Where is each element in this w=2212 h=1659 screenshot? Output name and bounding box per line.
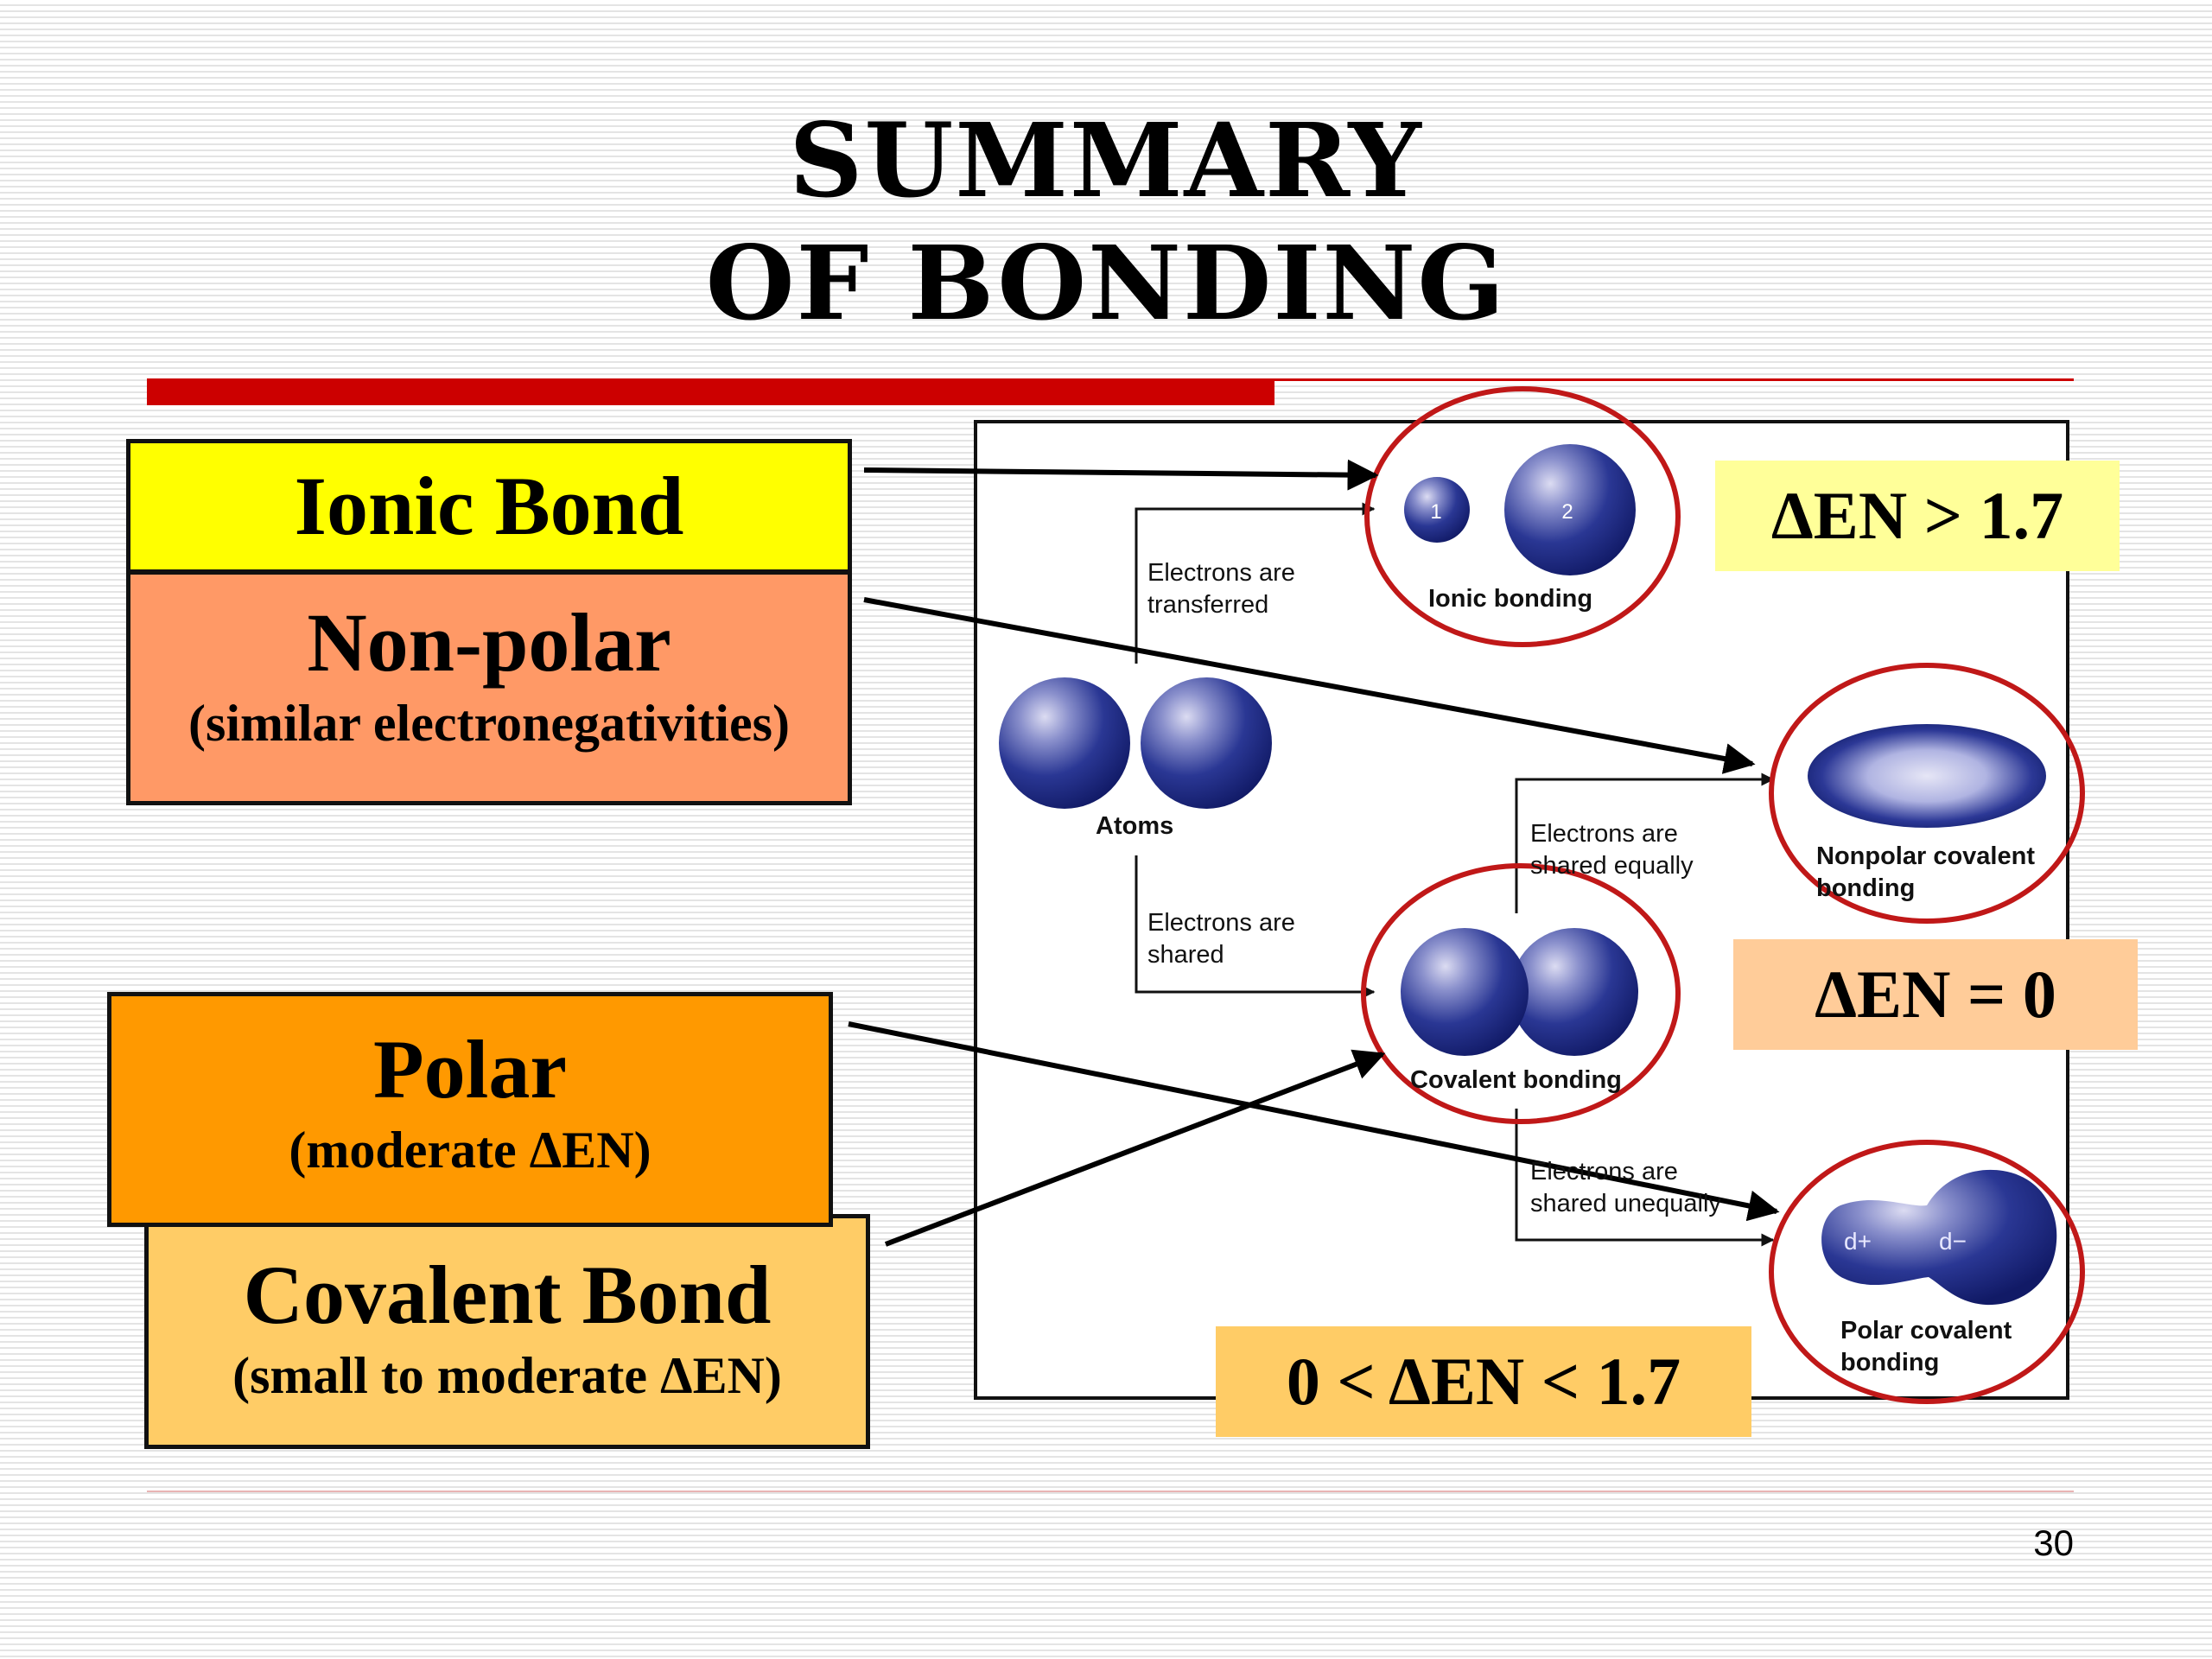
atom-sphere [999,677,1130,809]
ionic-bond-box: Ionic Bond [126,439,852,574]
electrons-shared-label: Electrons are shared [1147,909,1295,969]
polar-title: Polar [373,1023,567,1116]
delta-minus-label: d− [1939,1228,1967,1255]
ionic-highlight-circle [1364,386,1681,647]
ionic-bonding-label: Ionic bonding [1428,585,1593,613]
ion1-number: 1 [1430,500,1441,524]
covalent-bond-title: Covalent Bond [243,1249,772,1341]
nonpolar-highlight-circle [1769,663,2085,924]
arrow-ionic [863,459,1379,491]
connector-shared [1135,855,1376,999]
connector-shared-equally [1515,772,1775,913]
nonpolar-box: Non-polar (similar electronegativities) [126,570,852,805]
covalent-bonding-label: Covalent bonding [1410,1066,1622,1094]
polar-covalent-label: Polar covalent bonding [1840,1317,2012,1376]
nonpolar-en-tag: ΔEN = 0 [1733,939,2138,1050]
polar-electron-cloud [1821,1169,2057,1306]
title-underline-thick [147,378,1274,405]
nonpolar-subtitle: (similar electronegativities) [188,695,790,752]
nonpolar-title: Non-polar [307,596,671,689]
delta-plus-label: d+ [1844,1228,1872,1255]
ionic-bond-title: Ionic Bond [294,460,684,552]
polar-subtitle: (moderate ΔEN) [289,1122,652,1179]
figure-connectors [1135,502,1775,1247]
ion-sphere-large [1504,444,1636,575]
electrons-shared-unequally-label: Electrons are shared unequally [1530,1158,1721,1217]
electrons-shared-equally-label: Electrons are shared equally [1530,820,1694,880]
footer-rule [147,1491,2074,1492]
covalent-sphere [1510,928,1638,1056]
arrow-polar [848,1021,1780,1222]
ionic-en-tag: ΔEN > 1.7 [1715,461,2120,571]
nonpolar-covalent-label: Nonpolar covalent bonding [1816,842,2035,902]
arrow-covalent [884,1049,1386,1247]
title-line-2: OF BONDING [705,223,1507,343]
page-number: 30 [2033,1522,2074,1563]
title-line-1: SUMMARY [789,100,1423,220]
atoms-label: Atoms [1096,812,1174,840]
polar-box: Polar (moderate ΔEN) [107,992,833,1227]
slide-title: SUMMARY OF BONDING [0,99,2212,345]
nonpolar-electron-cloud [1808,724,2046,828]
highlight-circles [1361,386,2085,1404]
title-underline-thin [1274,378,2074,381]
pointer-arrows [848,459,1780,1247]
connector-transferred [1135,502,1376,664]
connector-shared-unequally [1515,1109,1775,1247]
ion2-number: 2 [1561,500,1573,524]
polar-highlight-circle [1769,1140,2085,1404]
covalent-highlight-circle [1361,863,1681,1124]
covalent-bond-subtitle: (small to moderate ΔEN) [232,1347,782,1404]
electrons-transferred-label: Electrons are transferred [1147,559,1295,619]
polar-en-tag: 0 < ΔEN < 1.7 [1216,1326,1751,1437]
covalent-sphere [1401,928,1529,1056]
arrow-nonpolar [863,597,1756,774]
ion-sphere-small [1404,477,1470,543]
atom-sphere [1141,677,1272,809]
